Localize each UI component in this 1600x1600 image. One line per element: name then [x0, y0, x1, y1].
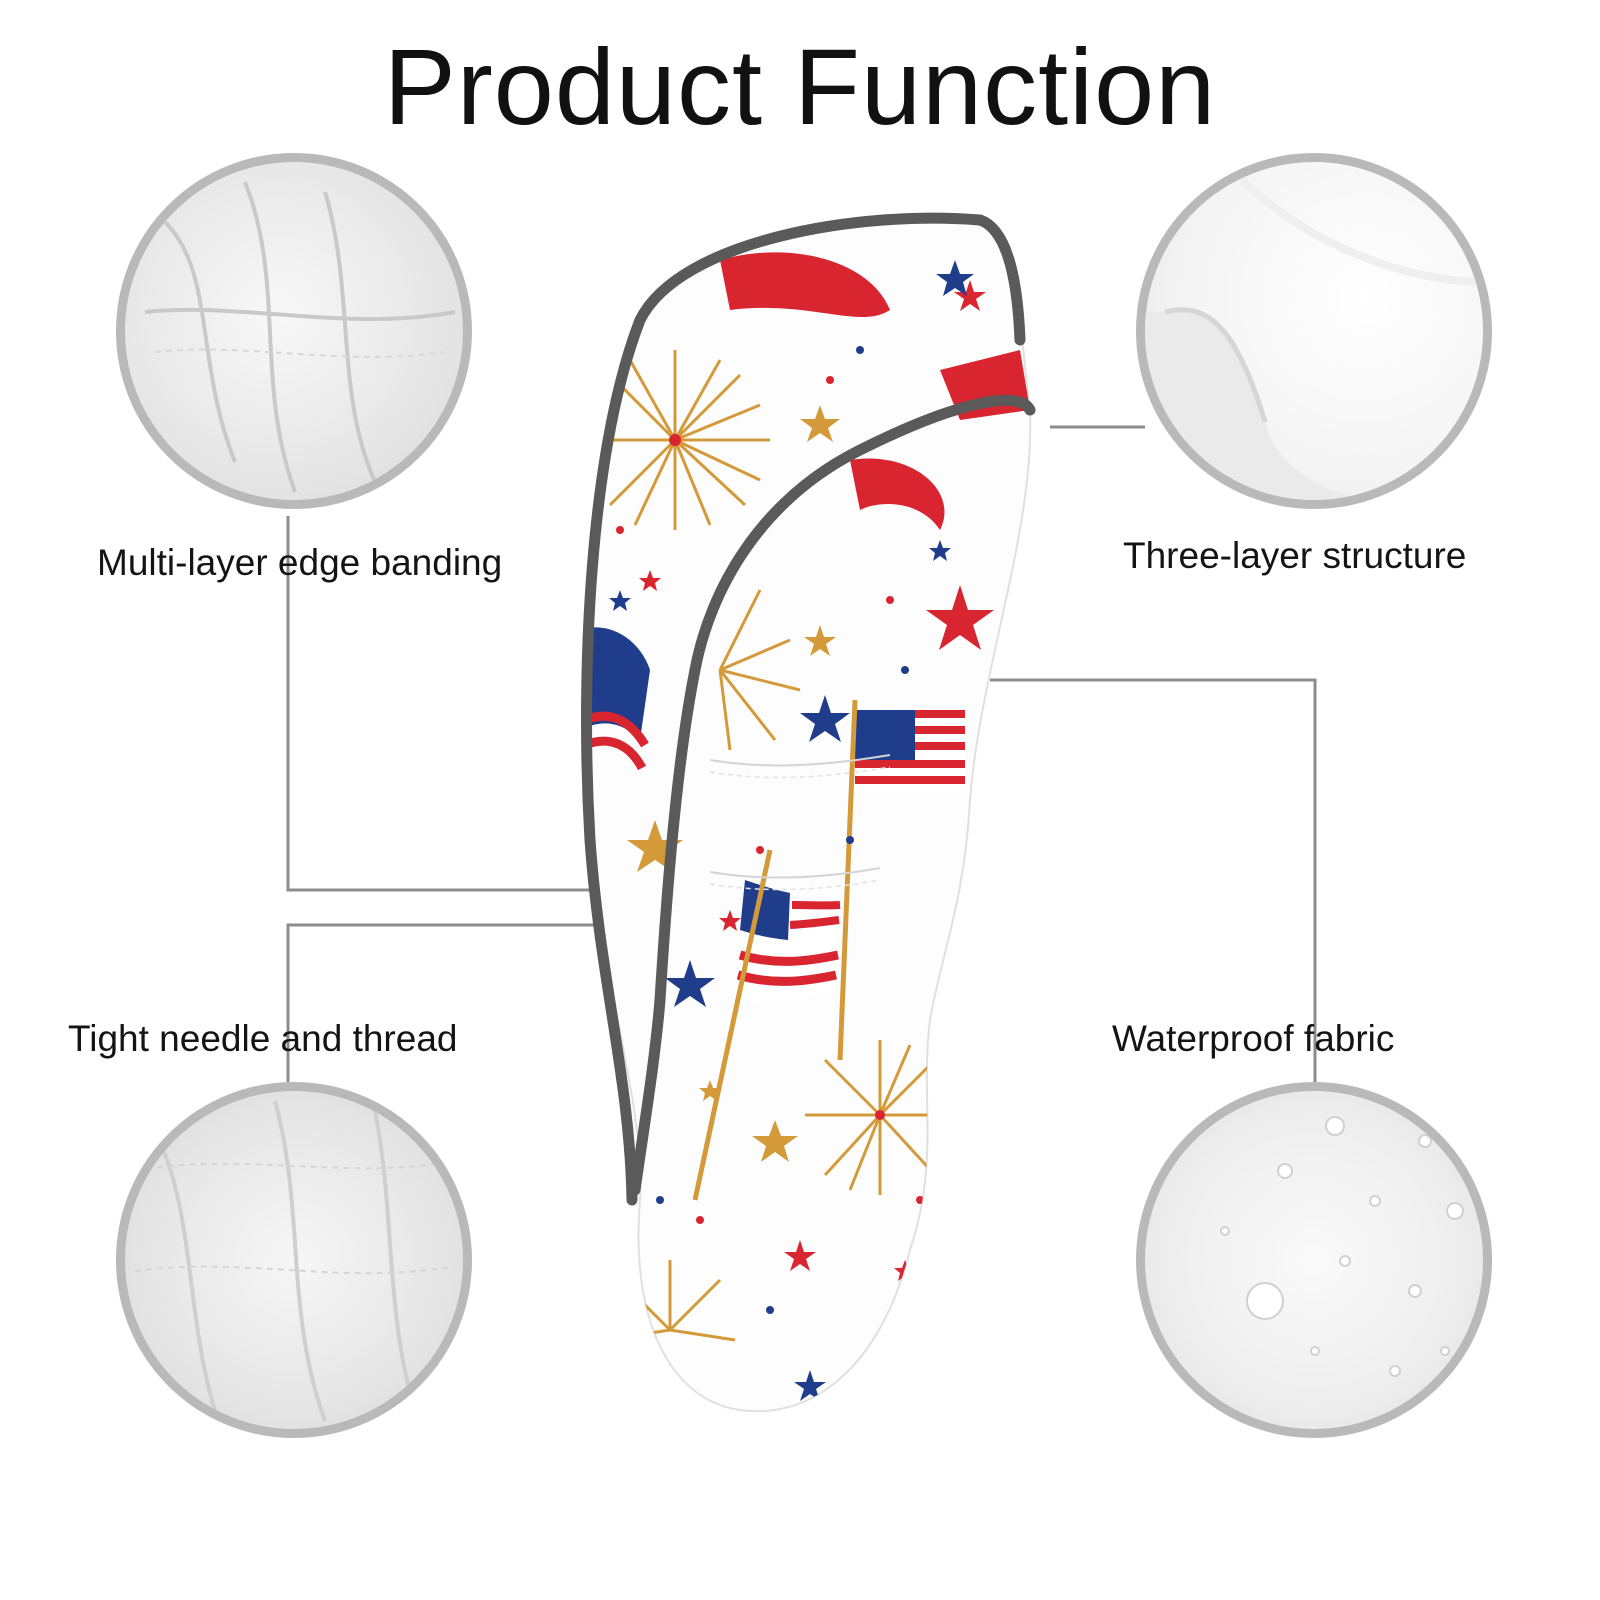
edge-banding-detail-circle	[116, 153, 472, 509]
golf-headcover-image	[581, 212, 1036, 1413]
structure-label: Three-layer structure	[1123, 535, 1467, 576]
inner-trim-edge	[629, 394, 1036, 1196]
flag-pattern-1	[837, 699, 965, 1061]
fabric-label: Waterproof fabric	[1112, 1018, 1395, 1059]
leader-line-fabric	[990, 678, 1317, 1082]
structure-detail-circle	[1136, 153, 1492, 509]
firework-pattern-1	[590, 350, 770, 530]
stitching-detail-circle	[116, 1082, 472, 1438]
firework-pattern-3	[718, 589, 801, 751]
leader-line-edge-banding	[286, 516, 612, 892]
stitching-label: Tight needle and thread	[68, 1018, 458, 1059]
leader-line-stitching	[286, 923, 612, 1082]
page-title: Product Function	[383, 26, 1217, 147]
edge-banding-label: Multi-layer edge banding	[97, 542, 503, 583]
gold-star-pattern	[627, 405, 840, 1162]
blue-star-pattern	[609, 260, 974, 1401]
fabric-detail-circle	[1136, 1082, 1492, 1438]
flag-pattern-2	[692, 849, 841, 1201]
outer-trim-edge	[581, 212, 986, 1206]
